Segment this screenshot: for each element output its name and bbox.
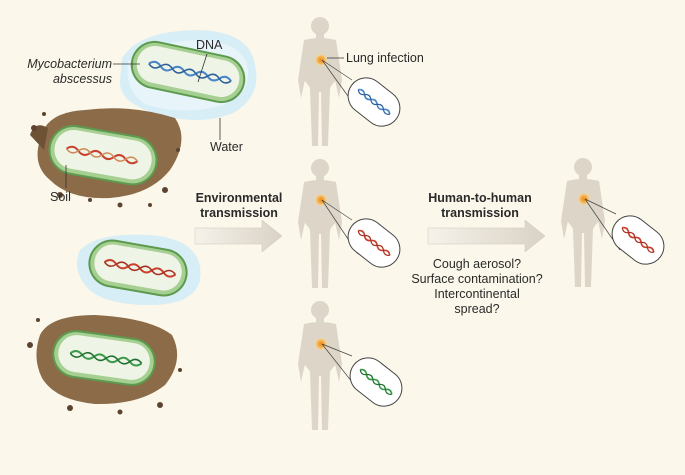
lung-infection-label: Lung infection xyxy=(346,51,424,65)
environmental-line1: Environmental xyxy=(195,191,283,205)
human-figure-middle xyxy=(298,159,342,288)
transmission-questions: Cough aerosol? Surface contamination? In… xyxy=(406,257,548,317)
bacterium-water-2 xyxy=(88,239,188,297)
bacterium-soil-2 xyxy=(52,330,156,386)
human-figure-bottom xyxy=(298,301,342,430)
inset-bacterium-red-right xyxy=(611,215,665,265)
species-label-line2: abscessus xyxy=(52,72,112,86)
bacterium-water xyxy=(130,40,246,104)
species-label: Mycobacterium abscessus xyxy=(20,57,112,87)
water-label: Water xyxy=(210,140,243,154)
environmental-line2: transmission xyxy=(200,206,278,220)
human-to-human-line2: transmission xyxy=(441,206,519,220)
human-figure-top xyxy=(298,17,342,146)
human-to-human-arrow xyxy=(427,219,546,253)
human-to-human-line1: Human-to-human xyxy=(428,191,532,205)
leader-lines xyxy=(65,53,221,188)
question-spread: spread? xyxy=(454,302,500,316)
human-figure-right xyxy=(561,158,605,287)
human-to-human-transmission-label: Human-to-human transmission xyxy=(420,191,540,221)
inset-bacterium-blue xyxy=(347,77,401,127)
question-intercontinental: Intercontinental xyxy=(434,287,520,301)
species-label-line1: Mycobacterium xyxy=(27,57,112,71)
question-cough: Cough aerosol? xyxy=(432,257,522,271)
dna-label: DNA xyxy=(196,38,223,52)
inset-bacterium-red-mid xyxy=(347,218,401,268)
question-surface: Surface contamination? xyxy=(411,272,543,286)
environmental-transmission-label: Environmental transmission xyxy=(184,191,294,221)
bacterium-soil xyxy=(48,124,158,186)
environmental-arrow xyxy=(194,219,283,253)
soil-label: Soil xyxy=(50,190,71,204)
inset-bacterium-green xyxy=(349,357,403,407)
